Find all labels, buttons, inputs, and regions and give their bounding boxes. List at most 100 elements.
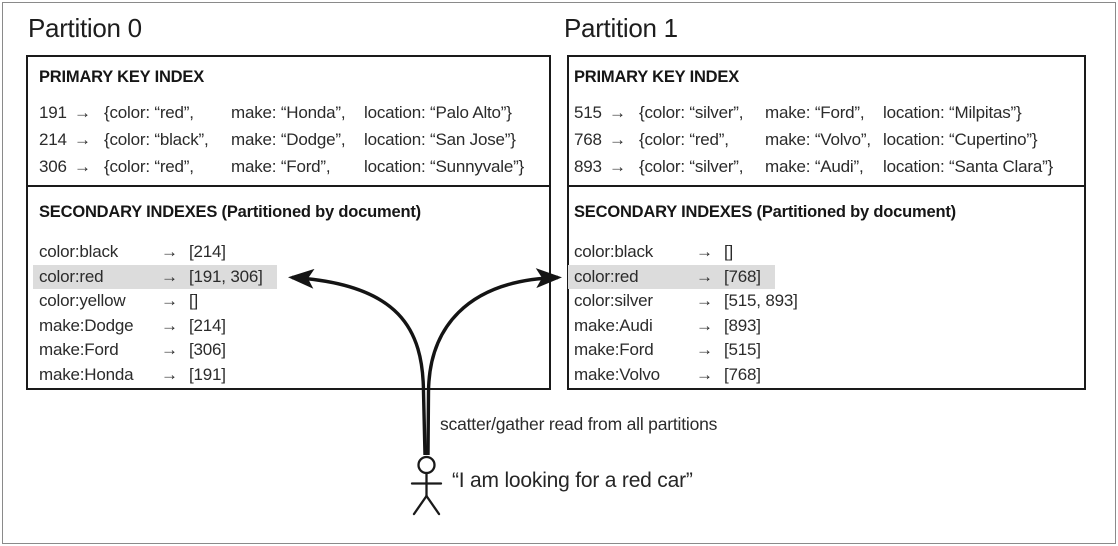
row-value: [893]: [724, 315, 761, 335]
secondary-indexes-header: SECONDARY INDEXES (Partitioned by docume…: [574, 203, 956, 221]
secondary-index-row-highlighted: color:red → [191, 306]: [33, 264, 277, 289]
secondary-index-row: color:black → []: [568, 240, 747, 265]
row-key: color:black: [39, 242, 119, 261]
row-value: []: [724, 242, 734, 261]
row-key: 768: [574, 130, 602, 149]
arrow-icon: →: [74, 157, 91, 176]
row-color: {color: “silver”,: [639, 157, 744, 176]
row-key: make:Volvo: [574, 364, 660, 384]
primary-index-row: 214 → {color: “black”, make: “Dodge”, lo…: [39, 126, 549, 153]
row-key: make:Dodge: [39, 315, 134, 335]
arrow-icon: →: [696, 291, 713, 310]
row-color: {color: “red”,: [104, 157, 194, 176]
row-color: {color: “red”,: [104, 103, 194, 122]
row-key: make:Honda: [39, 364, 134, 384]
partition-1-box: PRIMARY KEY INDEX 515 → {color: “silver”…: [567, 55, 1086, 390]
row-location: location: “Palo Alto”}: [364, 103, 512, 122]
row-make: make: “Honda”,: [231, 103, 346, 122]
row-location: location: “Milpitas”}: [883, 103, 1022, 122]
partition-0-box: PRIMARY KEY INDEX 191 → {color: “red”, m…: [26, 55, 551, 390]
primary-key-index-section: PRIMARY KEY INDEX 515 → {color: “silver”…: [569, 57, 1084, 185]
primary-index-row: 515 → {color: “silver”, make: “Ford”, lo…: [574, 99, 1084, 126]
primary-index-row: 768 → {color: “red”, make: “Volvo”, loca…: [574, 126, 1084, 153]
secondary-index-row: make:Volvo → [768]: [568, 363, 775, 388]
secondary-index-row: make:Audi → [893]: [568, 314, 775, 339]
primary-index-row: 191 → {color: “red”, make: “Honda”, loca…: [39, 99, 549, 126]
primary-key-index-header: PRIMARY KEY INDEX: [39, 68, 204, 86]
row-value: [191, 306]: [189, 266, 263, 286]
secondary-index-rows: color:black → [214] color:red → [191, 30…: [33, 240, 549, 387]
row-color: {color: “black”,: [104, 130, 209, 149]
arrow-icon: →: [696, 266, 713, 286]
row-color: {color: “red”,: [639, 130, 729, 149]
arrow-icon: →: [609, 103, 626, 122]
row-key: make:Ford: [574, 340, 654, 359]
person-icon: [410, 455, 443, 516]
row-value: [768]: [724, 266, 761, 286]
arrow-icon: →: [696, 340, 713, 359]
scatter-gather-label: scatter/gather read from all partitions: [440, 414, 718, 434]
arrow-icon: →: [161, 364, 178, 384]
partition-1-title: Partition 1: [564, 13, 678, 43]
secondary-index-row: color:black → [214]: [33, 240, 240, 265]
arrow-icon: →: [161, 291, 178, 310]
row-key: color:yellow: [39, 291, 126, 310]
arrow-icon: →: [696, 242, 713, 261]
secondary-index-row: make:Honda → [191]: [33, 363, 240, 388]
primary-key-index-section: PRIMARY KEY INDEX 191 → {color: “red”, m…: [28, 57, 549, 185]
arrow-icon: →: [696, 364, 713, 384]
secondary-indexes-header: SECONDARY INDEXES (Partitioned by docume…: [39, 203, 421, 221]
secondary-index-row-highlighted: color:red → [768]: [568, 264, 775, 289]
secondary-index-row: make:Ford → [306]: [33, 338, 240, 363]
primary-index-rows: 515 → {color: “silver”, make: “Ford”, lo…: [574, 99, 1084, 180]
secondary-index-row: color:yellow → []: [33, 289, 212, 314]
row-value: [214]: [189, 315, 226, 335]
secondary-index-rows: color:black → [] color:red → [768] color…: [568, 240, 1084, 387]
row-key: color:red: [39, 266, 104, 286]
arrow-icon: →: [74, 130, 91, 149]
arrow-icon: →: [609, 157, 626, 176]
row-key: 515: [574, 103, 602, 122]
row-make: make: “Dodge”,: [231, 130, 346, 149]
arrow-icon: →: [696, 315, 713, 335]
arrow-icon: →: [609, 130, 626, 149]
row-location: location: “Sunnyvale”}: [364, 157, 525, 176]
row-key: 306: [39, 157, 67, 176]
primary-index-row: 306 → {color: “red”, make: “Ford”, locat…: [39, 153, 549, 180]
row-make: make: “Ford”,: [765, 103, 865, 122]
row-key: color:silver: [574, 291, 653, 310]
arrow-icon: →: [161, 266, 178, 286]
row-make: make: “Ford”,: [231, 157, 331, 176]
primary-key-index-header: PRIMARY KEY INDEX: [574, 68, 739, 86]
row-key: color:red: [574, 266, 639, 286]
row-key: 191: [39, 103, 67, 122]
row-color: {color: “silver”,: [639, 103, 744, 122]
row-value: [191]: [189, 364, 226, 384]
row-make: make: “Volvo”,: [765, 130, 871, 149]
row-value: [214]: [189, 242, 226, 261]
arrow-icon: →: [161, 242, 178, 261]
row-location: location: “San Jose”}: [364, 130, 516, 149]
row-location: location: “Santa Clara”}: [883, 157, 1054, 176]
row-key: make:Audi: [574, 315, 653, 335]
secondary-indexes-section: SECONDARY INDEXES (Partitioned by docume…: [568, 185, 1084, 387]
row-value: [515, 893]: [724, 291, 798, 310]
row-value: []: [189, 291, 199, 310]
arrow-icon: →: [161, 315, 178, 335]
row-location: location: “Cupertino”}: [883, 130, 1038, 149]
row-key: color:black: [574, 242, 654, 261]
row-key: make:Ford: [39, 340, 119, 359]
secondary-index-row: color:silver → [515, 893]: [568, 289, 812, 314]
secondary-index-row: make:Ford → [515]: [568, 338, 775, 363]
row-key: 214: [39, 130, 67, 149]
arrow-icon: →: [74, 103, 91, 122]
row-key: 893: [574, 157, 602, 176]
secondary-indexes-section: SECONDARY INDEXES (Partitioned by docume…: [28, 185, 549, 387]
row-make: make: “Audi”,: [765, 157, 864, 176]
secondary-index-row: make:Dodge → [214]: [33, 314, 240, 339]
row-value: [306]: [189, 340, 226, 359]
arrow-icon: →: [161, 340, 178, 359]
partition-0-title: Partition 0: [28, 13, 142, 43]
primary-index-row: 893 → {color: “silver”, make: “Audi”, lo…: [574, 153, 1084, 180]
